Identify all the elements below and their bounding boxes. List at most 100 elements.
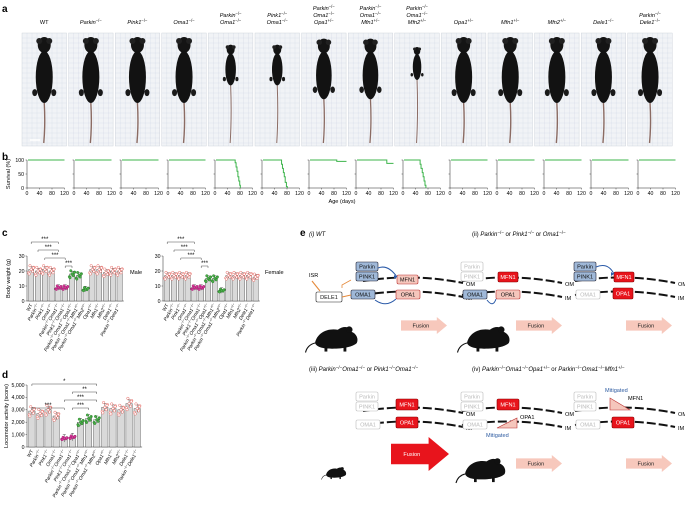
ii-mfn1-box xyxy=(497,271,519,283)
survival-xtick: 40 xyxy=(648,191,654,197)
survival-xtick: 0 xyxy=(214,191,217,197)
mouse-ear xyxy=(92,38,99,44)
genotype-sup: +/− xyxy=(543,365,550,370)
genotype-sup: −/− xyxy=(208,316,214,323)
gene-name: Dele1 xyxy=(238,307,250,321)
body-weight-panel: Body weight (g)0102030MaleWTParkin−/−Pin… xyxy=(6,237,284,353)
survival-xtick: 120 xyxy=(483,191,492,197)
genotype-sup: −/− xyxy=(389,365,396,370)
survival-ytick: 100 xyxy=(15,158,24,164)
iv-left-fusion-arrow xyxy=(516,455,562,472)
gene-name: Dele1 xyxy=(245,307,257,321)
mouse-ear xyxy=(418,47,422,51)
gene-name: Oma1 xyxy=(67,321,79,336)
ii-r-arrowhead xyxy=(611,272,614,276)
survival-curve xyxy=(216,159,241,188)
mouse-shape xyxy=(465,458,506,480)
genotype-sup: +/− xyxy=(203,303,209,310)
female-weight-dot xyxy=(197,287,201,291)
male-weight-dot xyxy=(77,274,81,277)
ii-pink1-box xyxy=(460,271,484,282)
mouse-leg xyxy=(78,89,84,97)
survival-ytick: 50 xyxy=(18,172,24,178)
gene-name: Parkin xyxy=(558,367,576,373)
wt-mfn1-box xyxy=(396,274,419,285)
survival-xtick: 0 xyxy=(496,191,499,197)
mouse-leg xyxy=(657,89,663,97)
genotype-sup: −/− xyxy=(67,449,73,456)
mouse-ear xyxy=(465,38,472,44)
female-weight-xlabel: Mfn2+/− xyxy=(231,303,245,320)
female-weight-dot xyxy=(232,270,236,274)
male-weight-dot xyxy=(65,285,69,289)
mouse-label: Parkin−/− xyxy=(359,4,381,13)
female-weight-dot xyxy=(165,274,169,277)
mouse-ear xyxy=(82,38,89,44)
iv-opa1-label: OPA1 xyxy=(520,415,535,421)
gene-name: Pink1 xyxy=(374,367,389,373)
locomotor-dot xyxy=(77,424,80,428)
mouse-leg xyxy=(324,346,328,352)
mouse-leg xyxy=(312,86,318,93)
locomotor-ytick: 3,000 xyxy=(12,408,25,414)
locomotor-dot xyxy=(89,415,93,419)
gene-name: Parkin xyxy=(99,323,111,338)
locomotor-dot xyxy=(97,416,101,420)
genotype-sup: −/− xyxy=(39,303,45,310)
mouse-body xyxy=(412,54,422,80)
survival-xtick: 0 xyxy=(73,191,76,197)
female-weight-dot xyxy=(222,288,226,292)
locomotor-dot xyxy=(54,414,58,418)
mouse-ear xyxy=(497,326,505,334)
male-weight-dot xyxy=(106,269,110,273)
genotype-sup: −/− xyxy=(46,303,52,310)
male-weight-dot xyxy=(43,268,47,271)
mouse-leg xyxy=(544,89,550,97)
female-weight-dot xyxy=(229,272,233,276)
genotype-sup: −/− xyxy=(43,449,49,456)
iv-opa1-mitigated-shape xyxy=(496,417,518,429)
gene-name: Opa1 xyxy=(198,307,209,320)
genotype-sup: +/− xyxy=(328,18,335,23)
survival-xtick: 40 xyxy=(554,191,560,197)
mouse-shape xyxy=(467,327,510,349)
gene-name: Oma1 xyxy=(196,321,208,336)
gene-name: Dele1 xyxy=(118,453,130,467)
genotype-sup: −/− xyxy=(499,365,506,370)
genotype-sup: −/− xyxy=(608,18,615,23)
female-weight-xlabel: Dele1−/− xyxy=(237,303,252,322)
survival-xtick: 40 xyxy=(601,191,607,197)
mouse-ear xyxy=(186,38,193,44)
genotype-sup: −/− xyxy=(328,11,335,16)
locomotor-dot xyxy=(104,408,108,412)
genotype-sup: −/− xyxy=(72,316,78,323)
male-weight-dot xyxy=(111,269,115,273)
male-weight-dot xyxy=(88,272,92,276)
locomotor-dot xyxy=(87,417,91,420)
iv-oma1-box xyxy=(462,419,488,430)
female-weight-dot xyxy=(215,275,219,279)
locomotor-ytick: 0 xyxy=(22,445,25,451)
ii-oma1-arrow xyxy=(486,298,497,305)
gene-name: Oma1 xyxy=(506,367,522,373)
mouse-leg xyxy=(451,89,457,97)
iv-r-mfn1-mitigated-shape xyxy=(609,397,632,411)
survival-xtick: 0 xyxy=(637,191,640,197)
gene-name: Pink1 xyxy=(127,20,141,26)
locomotor-dot xyxy=(111,407,115,411)
mouse-label: Oma1−/− xyxy=(313,11,335,20)
ii-right-fusion-label: Fusion xyxy=(638,324,655,330)
survival-xtick: 80 xyxy=(472,191,478,197)
female-weight-dot xyxy=(218,290,222,294)
iv-r-parkin-label: Parkin xyxy=(577,395,593,401)
male-weight-dot xyxy=(44,269,48,273)
mouse-label: Parkin−/− xyxy=(313,4,335,13)
female-weight-dot xyxy=(170,277,174,281)
iv-left-im-label: IM xyxy=(565,426,572,432)
gene-name: Mfn1 xyxy=(361,20,373,26)
locomotor-dot xyxy=(102,401,106,405)
mouse-leg xyxy=(638,89,644,97)
gene-name: Oma1 xyxy=(47,307,59,322)
gene-name: Pink1 xyxy=(513,232,528,238)
female-weight-xlabel: Mfn1+/− xyxy=(224,303,238,320)
